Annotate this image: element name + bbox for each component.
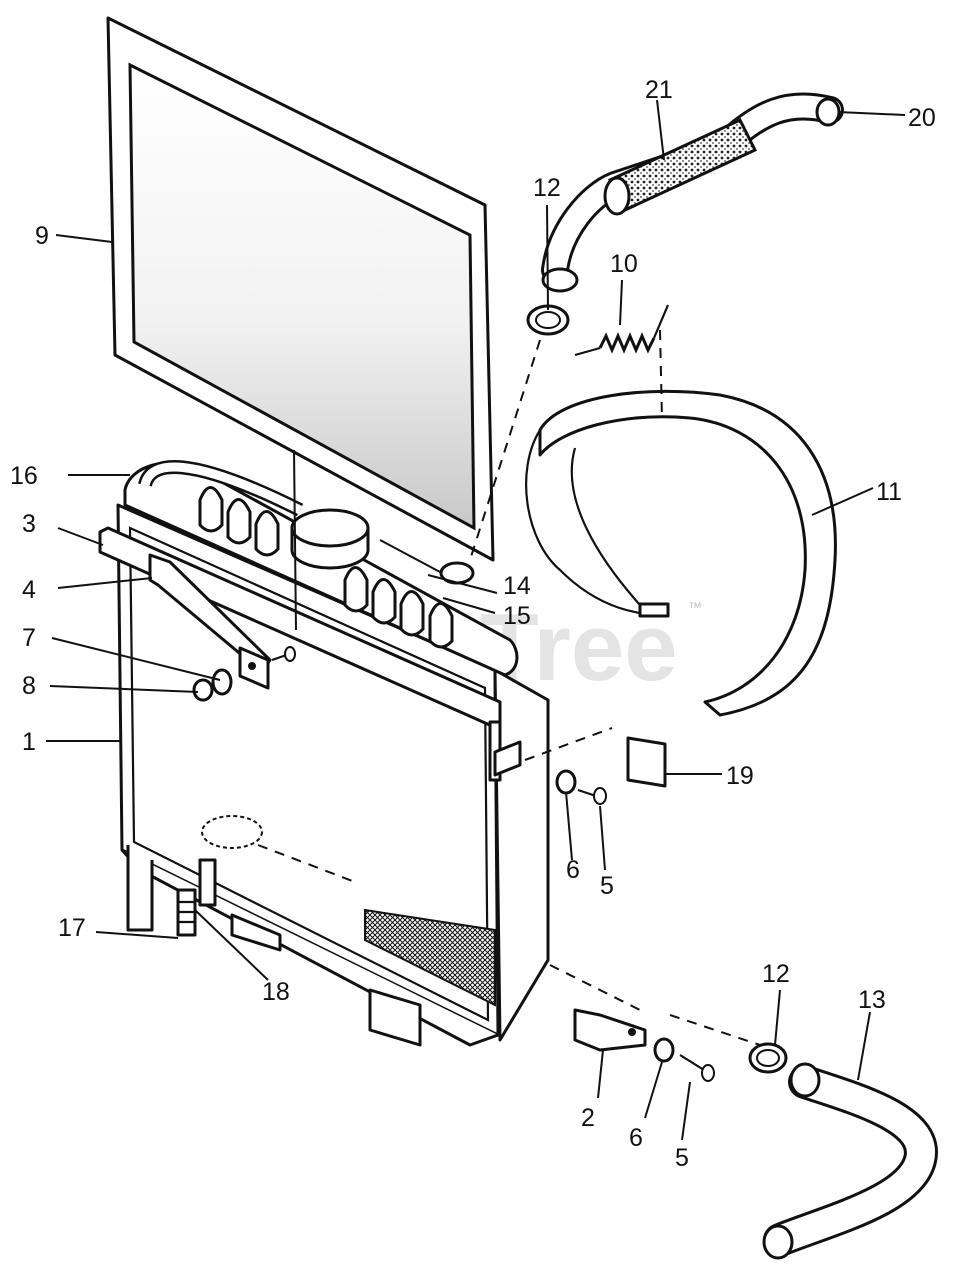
callout-14: 14 xyxy=(503,572,531,600)
radiator-part-1 xyxy=(116,503,550,1047)
callout-8: 8 xyxy=(22,672,36,700)
callout-12-upper: 12 xyxy=(533,174,561,202)
callout-5-upper: 5 xyxy=(600,872,614,900)
callout-7: 7 xyxy=(22,624,36,652)
callout-6-upper: 6 xyxy=(566,856,580,884)
spring-part-10 xyxy=(574,304,670,421)
callout-2: 2 xyxy=(581,1104,595,1132)
lower-hose-part-13 xyxy=(762,1062,938,1260)
bracket-part-3 xyxy=(98,526,502,782)
callout-17: 17 xyxy=(58,914,86,942)
callout-18: 18 xyxy=(262,978,290,1006)
top-tank-part-16 xyxy=(123,460,519,677)
callout-11: 11 xyxy=(876,478,902,506)
upper-hose-part-21 xyxy=(541,92,844,293)
callout-21: 21 xyxy=(645,76,673,104)
leader-lines xyxy=(46,99,906,1141)
radiator-cap-part-14 xyxy=(290,508,370,570)
callout-20: 20 xyxy=(908,104,936,132)
callout-1: 1 xyxy=(22,728,36,756)
hose-clamp-part-12-lower xyxy=(748,1042,788,1074)
brace-part-4 xyxy=(148,553,272,690)
callout-4: 4 xyxy=(22,576,36,604)
screw-part-7 xyxy=(271,646,296,662)
callout-16: 16 xyxy=(10,462,38,490)
bracket-mount-upper-right xyxy=(493,727,613,805)
pad-part-19 xyxy=(626,736,667,788)
shroud-part-11 xyxy=(525,389,837,717)
callout-12-lower: 12 xyxy=(762,960,790,988)
drain-part-17-18 xyxy=(176,888,197,937)
callout-3: 3 xyxy=(22,510,36,538)
callout-19: 19 xyxy=(726,762,754,790)
callout-5-lower: 5 xyxy=(675,1144,689,1172)
callout-6-lower: 6 xyxy=(629,1124,643,1152)
callout-9: 9 xyxy=(35,222,49,250)
washer-part-7-8 xyxy=(192,668,233,702)
hose-clamp-part-12-upper xyxy=(469,304,570,561)
callout-10: 10 xyxy=(610,250,638,278)
watermark-tm: ™ xyxy=(688,599,702,615)
callout-13: 13 xyxy=(858,986,886,1014)
lower-bracket-part-2 xyxy=(549,964,761,1082)
screen-part-9 xyxy=(106,16,495,562)
callout-15: 15 xyxy=(503,602,531,630)
callout-labels: 9 16 3 4 7 8 1 17 18 6 5 19 11 14 15 10 … xyxy=(10,76,936,1172)
